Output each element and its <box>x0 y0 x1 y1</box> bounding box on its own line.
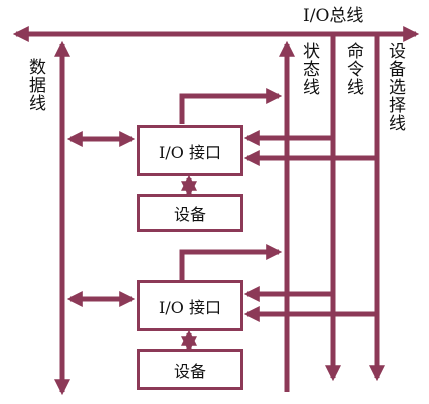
status-link-1 <box>179 87 283 124</box>
io-interface-box-2: I/O 接口 <box>137 280 243 331</box>
status-line-label: 状态线 <box>299 42 319 96</box>
status-link-2 <box>179 243 283 280</box>
device-select-line-label: 设备选择线 <box>385 42 405 132</box>
io-interface-box-1: I/O 接口 <box>137 125 243 176</box>
data-line-label: 数据线 <box>25 58 45 112</box>
command-line-label: 命令线 <box>343 42 363 96</box>
device-box-2: 设备 <box>137 349 243 390</box>
io-bus-label: I/O总线 <box>303 6 364 26</box>
device-box-1: 设备 <box>137 194 243 232</box>
